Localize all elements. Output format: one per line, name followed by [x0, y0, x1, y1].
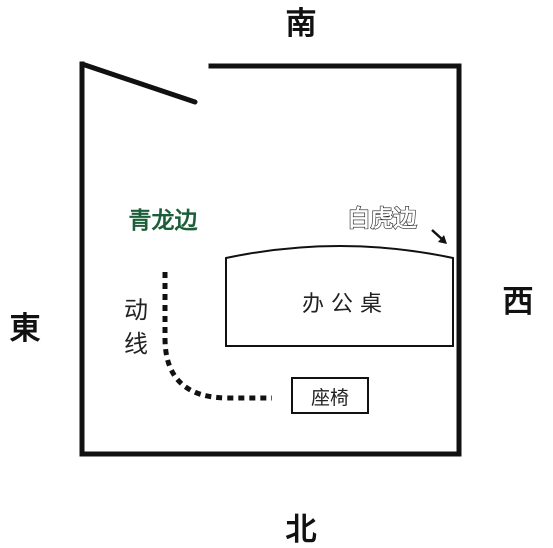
direction-west: 西 — [503, 284, 534, 320]
door — [79, 61, 198, 105]
flow-line-path — [162, 272, 272, 401]
baihu-side-label: 白虎边 — [348, 205, 418, 232]
direction-south: 南 — [286, 6, 317, 42]
qinglong-side-label: 青龙边 — [129, 208, 199, 234]
direction-east: 東 — [10, 311, 41, 347]
direction-north: 北 — [286, 512, 317, 548]
room-outline — [79, 61, 462, 457]
flow-line-label-bottom: 线 — [124, 330, 148, 358]
desk-label: 办 公 桌 — [302, 292, 382, 317]
arrow-icon — [431, 229, 447, 244]
desk-shape — [225, 245, 454, 347]
chair-label: 座椅 — [311, 387, 349, 409]
flow-line-label-top: 动 — [124, 296, 148, 324]
chair-shape — [291, 377, 369, 414]
